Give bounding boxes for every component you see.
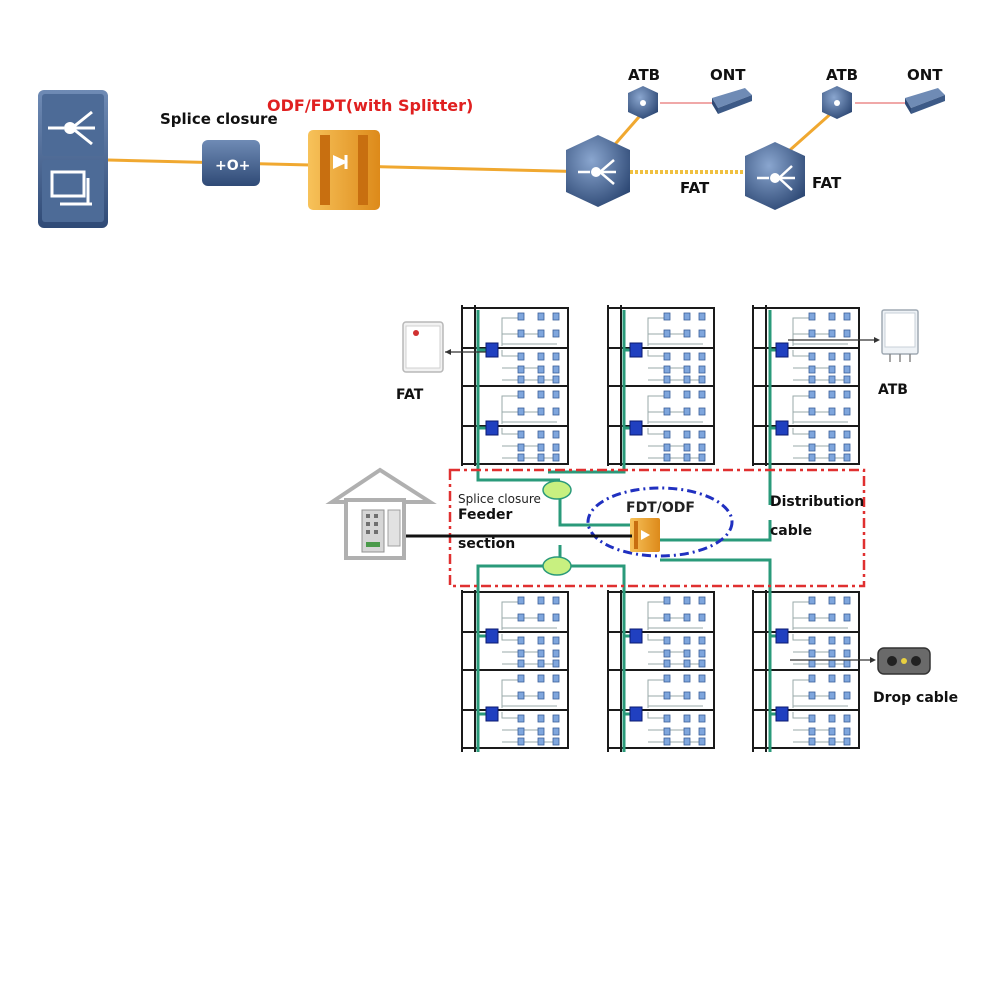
fat-label-2: FAT xyxy=(812,174,842,192)
ont-label-1: ONT xyxy=(710,66,746,84)
fat-box-icon xyxy=(402,321,444,373)
computer-icon xyxy=(50,170,92,206)
atb-label-2: ATB xyxy=(826,66,858,84)
building-top-left xyxy=(461,305,569,466)
central-office-house-icon xyxy=(325,467,437,560)
fat-device-1 xyxy=(566,135,630,207)
distribution-cables xyxy=(476,310,780,752)
fat-label-bottom: FAT xyxy=(396,387,424,403)
splice-closure-label-bottom: Splice closure xyxy=(458,492,541,506)
fdt-boundary xyxy=(586,486,734,558)
splice-closure-oval-upper xyxy=(542,480,572,500)
building-bottom-center xyxy=(607,590,715,752)
svg-text:+O+: +O+ xyxy=(215,158,250,174)
splice-closure-top: +O+ xyxy=(202,140,260,186)
ont-device-2 xyxy=(905,88,945,114)
feeder-region-boundary xyxy=(448,468,866,588)
drop-cable-label: Drop cable xyxy=(873,690,958,706)
splice-closure-label-top: Splice closure xyxy=(160,110,278,128)
splice-closure-oval-lower xyxy=(542,556,572,576)
fat-device-2 xyxy=(745,142,805,210)
feeder-section-line2: section xyxy=(458,536,515,552)
drop-cable-icon xyxy=(877,647,931,675)
atb-label-1: ATB xyxy=(628,66,660,84)
fat-label-1: FAT xyxy=(680,179,710,197)
building-bottom-right xyxy=(752,590,860,752)
odf-label: ODF/FDT(with Splitter) xyxy=(267,96,473,115)
distribution-cable-line2: cable xyxy=(770,523,812,539)
odf-fdt-device xyxy=(308,130,380,210)
building-top-right xyxy=(752,305,860,466)
building-top-center xyxy=(607,305,715,466)
fdt-odf-label: FDT/ODF xyxy=(626,500,695,516)
atb-device-2 xyxy=(822,86,852,119)
atb-device-1 xyxy=(628,86,658,119)
atb-label-bottom: ATB xyxy=(878,382,908,398)
feeder-section-line1: Feeder xyxy=(458,507,513,523)
fdt-odf-device xyxy=(630,518,660,552)
ont-label-2: ONT xyxy=(907,66,943,84)
floor-splitters xyxy=(485,342,789,722)
atb-box-icon xyxy=(881,309,919,362)
building-bottom-left xyxy=(461,590,569,752)
distribution-cable-line1: Distribution xyxy=(770,494,864,510)
ont-device-1 xyxy=(712,88,752,114)
bottom-deployment: FDT/ODF Splice closure Feeder section Di… xyxy=(325,305,958,752)
top-topology: +O+ Splice closure ODF/FDT(with Splitter… xyxy=(38,66,945,228)
olt-device xyxy=(38,90,108,228)
